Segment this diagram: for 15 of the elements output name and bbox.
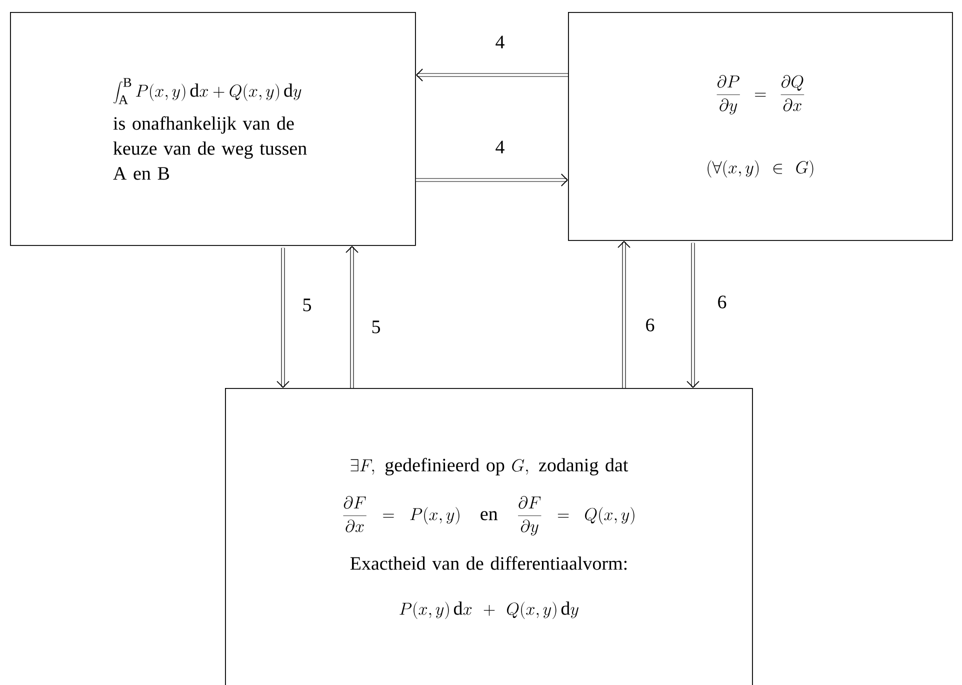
edge-label: 4 <box>494 34 506 50</box>
arrow <box>686 242 700 388</box>
arrow <box>416 68 568 82</box>
arrow <box>346 246 358 388</box>
process-box: $\int_{\mathrm{A}}^{\mathrm{B}} P(x,y)\,\mathrm{d}x + Q(x,y)\,\mathrm{d}y$ is onafhankelijk van de keuze van de weg tussen A en B <box>10 12 416 246</box>
arrow <box>416 174 568 186</box>
arrow <box>618 240 630 388</box>
process-box: $\frac{\partial P}{\partial y} = \frac{\partial Q}{\partial x}$ $(\forall (x,y) \in G)$ <box>568 12 953 241</box>
edge-label: 6 <box>716 294 728 310</box>
arrow <box>276 248 290 388</box>
edge-label: 5 <box>370 320 382 334</box>
edge-label: 5 <box>301 298 313 312</box>
edge-label: 4 <box>494 140 506 154</box>
process-box: $\exists F,\ \mbox{gedefinieerd op}\ G,\ \mbox{zodanig dat}$ $\frac{\partial F}{\partial x} = P(x,y) \quad\mbox{en}\quad \frac{\partial F}{\partial y} = Q(x,y)$ Exactheid van de differentiaalvorm: $P(x,y)\,\mathrm{d}x + Q(x,y)\,\mathrm{d}y$ <box>225 388 753 685</box>
edge-label: 6 <box>644 318 656 332</box>
